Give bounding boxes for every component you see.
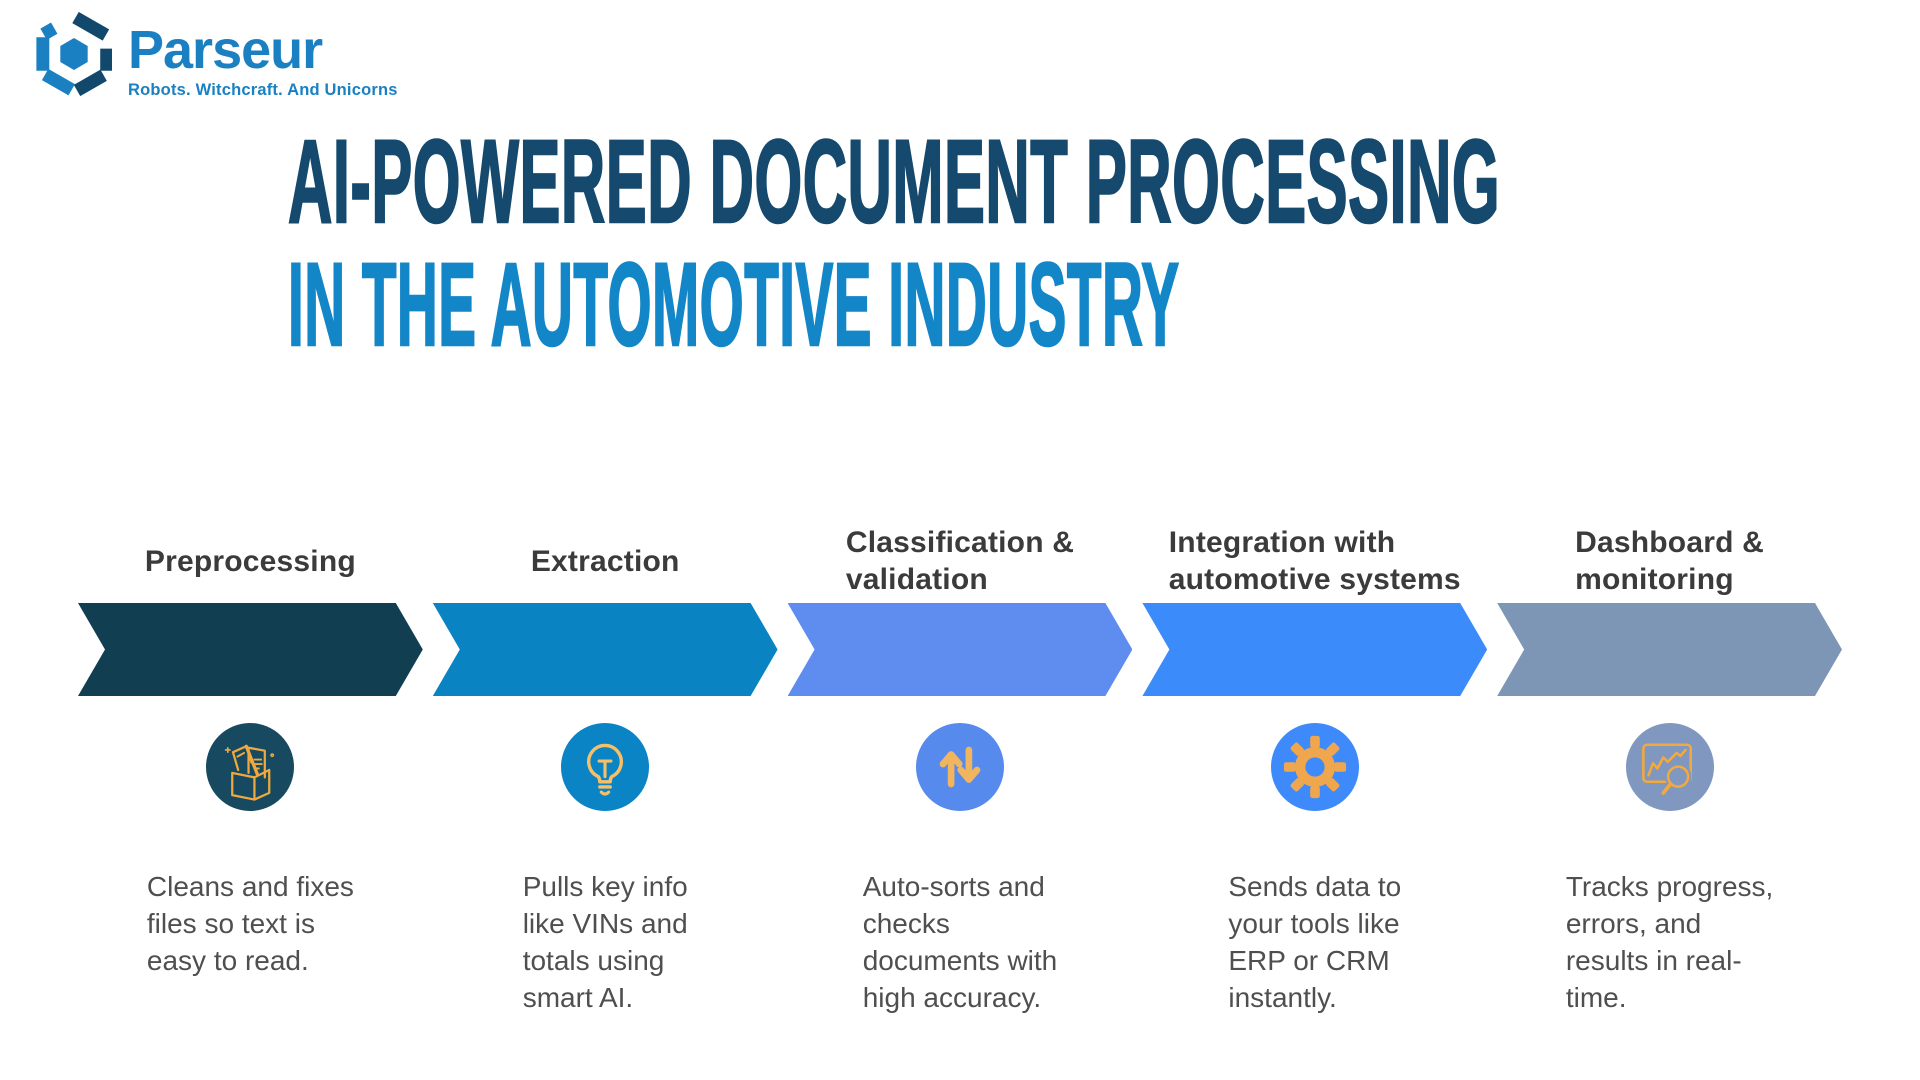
- parseur-logo-mark-icon: [36, 12, 112, 96]
- step-icon-wrap: [915, 723, 1004, 811]
- step-description: Sends data to your tools like ERP or CRM…: [1228, 871, 1402, 1013]
- up-down-arrows-icon: [939, 746, 981, 788]
- brand-tagline: Robots. Witchcraft. And Unicorns: [128, 81, 398, 99]
- step-icon-circle: [1625, 723, 1714, 811]
- step-label: Extraction: [530, 544, 680, 578]
- step-extraction: Extraction Pulls key info like VINs and …: [433, 521, 778, 1016]
- step-desc-area: Tracks progress, errors, and results in …: [1497, 868, 1842, 1016]
- step-description: Auto-sorts and checks documents with hig…: [862, 871, 1058, 1013]
- step-label: Classification & validation: [845, 526, 1075, 596]
- document-box-icon: [225, 744, 275, 801]
- step-description: Tracks progress, errors, and results in …: [1565, 871, 1774, 1013]
- step-icon-circle: [206, 723, 295, 811]
- title-line-1: AI-POWERED DOCUMENT PROCESSING: [287, 116, 1501, 248]
- step-classification-validation: Classification & validation Auto-sorts a…: [788, 521, 1133, 1016]
- chevron-arrow: [1497, 603, 1842, 696]
- step-icon-circle: [915, 723, 1004, 811]
- step-preprocessing: Preprocessing Cleans and fixes files s: [78, 521, 423, 1016]
- step-label-area: Classification & validation: [788, 521, 1133, 601]
- chevron-arrow: [78, 603, 423, 696]
- step-icon-wrap: [1625, 723, 1714, 811]
- main-title: AI-POWERED DOCUMENT PROCESSING IN THE AU…: [287, 116, 1920, 371]
- step-label-area: Extraction: [433, 521, 778, 601]
- step-icon-circle: [561, 723, 650, 811]
- chevron-arrow: [1142, 603, 1487, 696]
- chevron-arrow: [788, 603, 1133, 696]
- step-desc-area: Pulls key info like VINs and totals usin…: [433, 868, 778, 1016]
- step-integration: Integration with automotive systems: [1142, 521, 1487, 1016]
- brand-name: Parseur: [128, 20, 323, 80]
- step-label-area: Integration with automotive systems: [1142, 521, 1487, 601]
- step-label: Preprocessing: [144, 544, 356, 578]
- step-desc-area: Sends data to your tools like ERP or CRM…: [1142, 868, 1487, 1016]
- step-icon-wrap: [561, 723, 650, 811]
- step-icon-circle: [1270, 723, 1359, 811]
- step-label-area: Dashboard & monitoring: [1497, 521, 1842, 601]
- chart-magnifier-icon: [1641, 743, 1692, 798]
- step-label: Integration with automotive systems: [1168, 526, 1461, 596]
- gear-icon: [1283, 735, 1346, 799]
- parseur-logo: Parseur Robots. Witchcraft. And Unicorns: [36, 12, 398, 100]
- process-flow: Preprocessing Cleans and fixes files s: [78, 521, 1842, 1016]
- step-icon-wrap: [1270, 723, 1359, 811]
- step-description: Cleans and fixes files so text is easy t…: [146, 871, 354, 976]
- step-icon-wrap: [206, 723, 295, 811]
- step-label: Dashboard & monitoring: [1575, 526, 1765, 596]
- step-label-area: Preprocessing: [78, 521, 423, 601]
- step-desc-area: Auto-sorts and checks documents with hig…: [788, 868, 1133, 1016]
- lightbulb-icon: [587, 743, 624, 796]
- step-desc-area: Cleans and fixes files so text is easy t…: [78, 868, 423, 979]
- title-line-2: IN THE AUTOMOTIVE INDUSTRY: [287, 239, 1180, 371]
- step-dashboard-monitoring: Dashboard & monitoring Tracks progress, …: [1497, 521, 1842, 1016]
- chevron-arrow: [433, 603, 778, 696]
- step-description: Pulls key info like VINs and totals usin…: [522, 871, 688, 1013]
